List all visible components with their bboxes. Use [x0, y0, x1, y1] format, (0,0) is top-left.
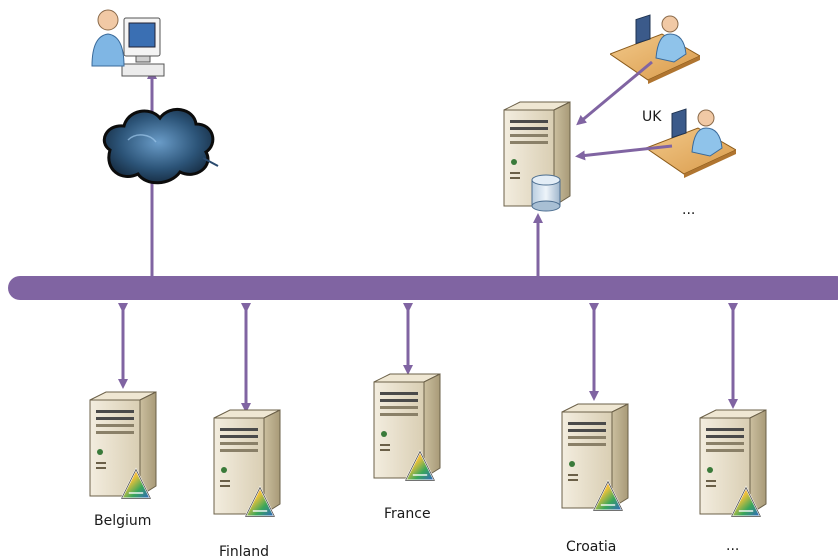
label-finland: Finland — [219, 544, 269, 559]
server-chart-icon — [699, 409, 767, 515]
cloud-icon — [102, 108, 219, 185]
server-chart-icon — [213, 409, 281, 515]
network-bus — [8, 276, 838, 300]
label-uk: UK — [642, 109, 662, 125]
desktop-user-icon — [91, 9, 165, 77]
national-server-france: France — [373, 303, 441, 522]
label-belgium: Belgium — [94, 513, 151, 529]
workstation-user-icon — [610, 14, 700, 84]
server-chart-icon — [561, 403, 629, 509]
uk-user-link-arrow — [576, 60, 653, 126]
label-croatia: Croatia — [566, 539, 616, 555]
national-server-belgium: Belgium — [89, 303, 157, 529]
label-france: France — [384, 506, 431, 522]
server-chart-icon — [373, 373, 441, 479]
label-more-servers: ... — [726, 538, 739, 554]
national-server-more: ... — [699, 303, 767, 554]
database-server-icon — [503, 101, 571, 212]
national-server-finland: Finland — [213, 303, 281, 559]
national-server-croatia: Croatia — [561, 303, 629, 555]
label-more-users: ... — [682, 202, 695, 218]
uk-user-link-arrow — [575, 144, 673, 161]
server-chart-icon — [89, 391, 157, 497]
